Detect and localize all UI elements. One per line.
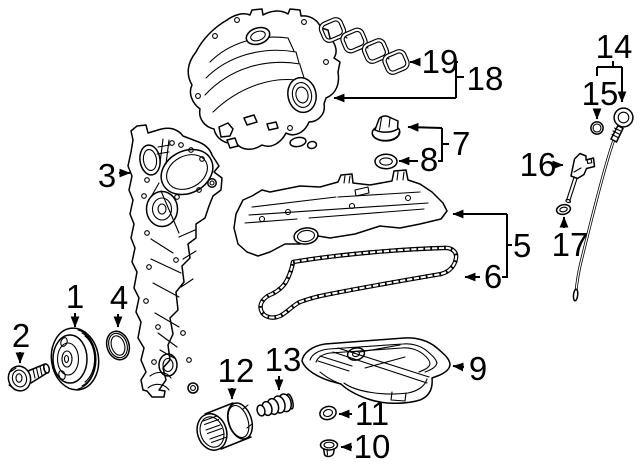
callout-14[interactable]: 14 — [596, 28, 633, 103]
callout-6-label[interactable]: 6 — [484, 258, 502, 295]
tube-o-ring — [555, 203, 572, 216]
callout-2-label[interactable]: 2 — [12, 317, 30, 354]
callout-3-label[interactable]: 3 — [98, 157, 116, 194]
drain-plug — [319, 439, 339, 458]
oil-filter — [196, 402, 254, 451]
callout-17-label[interactable]: 17 — [552, 226, 589, 263]
filter-union — [256, 393, 294, 417]
callout-11[interactable]: 11 — [338, 395, 389, 432]
callout-19[interactable]: 19 — [409, 43, 459, 80]
callout-3[interactable]: 3 — [98, 157, 131, 194]
oil-filler-cap — [371, 115, 401, 142]
callout-10-label[interactable]: 10 — [354, 428, 391, 465]
callout-11-label[interactable]: 11 — [355, 395, 389, 432]
callout-6[interactable]: 6 — [464, 258, 502, 295]
callout-16-label[interactable]: 16 — [520, 146, 557, 183]
callout-7-label[interactable]: 7 — [452, 125, 470, 162]
dipstick-tube — [565, 152, 596, 204]
callout-13-label[interactable]: 13 — [265, 341, 302, 378]
dipstick — [572, 107, 634, 302]
callout-12[interactable]: 12 — [218, 352, 255, 400]
callout-5-label[interactable]: 5 — [513, 227, 531, 264]
callout-13[interactable]: 13 — [265, 341, 302, 391]
timing-chain-cover — [127, 124, 223, 398]
callout-19-label[interactable]: 19 — [422, 43, 459, 80]
cylinder-head-cover — [233, 169, 448, 257]
callout-10[interactable]: 10 — [340, 428, 391, 465]
callout-9[interactable]: 9 — [452, 350, 487, 387]
callout-17[interactable]: 17 — [552, 216, 589, 263]
callout-18[interactable]: 18 — [333, 60, 504, 103]
callout-5[interactable]: 5 — [452, 209, 531, 278]
callout-15[interactable]: 15 — [582, 75, 619, 120]
filler-cap-gasket — [374, 153, 398, 170]
intake-manifold-gasket — [318, 17, 410, 75]
callout-8-label[interactable]: 8 — [420, 141, 438, 178]
callout-14-label[interactable]: 14 — [596, 28, 633, 65]
oil-pan — [301, 337, 451, 404]
head-cover-gasket — [258, 245, 459, 320]
intake-manifold — [187, 8, 341, 150]
callout-4-label[interactable]: 4 — [110, 279, 128, 316]
callout-2[interactable]: 2 — [12, 317, 30, 364]
callout-7[interactable]: 7 — [407, 122, 470, 162]
callout-12-label[interactable]: 12 — [218, 352, 255, 389]
callout-1-label[interactable]: 1 — [66, 278, 84, 315]
callout-1[interactable]: 1 — [66, 278, 84, 328]
front-crank-seal — [105, 330, 131, 361]
callout-18-label[interactable]: 18 — [467, 60, 504, 97]
dipstick-o-ring — [590, 121, 604, 135]
pulley-bolt — [7, 363, 51, 392]
callout-15-label[interactable]: 15 — [582, 75, 619, 112]
callout-8[interactable]: 8 — [398, 141, 438, 178]
callout-16[interactable]: 16 — [520, 146, 564, 183]
callout-9-label[interactable]: 9 — [469, 350, 487, 387]
drain-plug-gasket — [319, 405, 337, 421]
crankshaft-pulley — [50, 327, 100, 391]
callout-4[interactable]: 4 — [110, 279, 128, 328]
